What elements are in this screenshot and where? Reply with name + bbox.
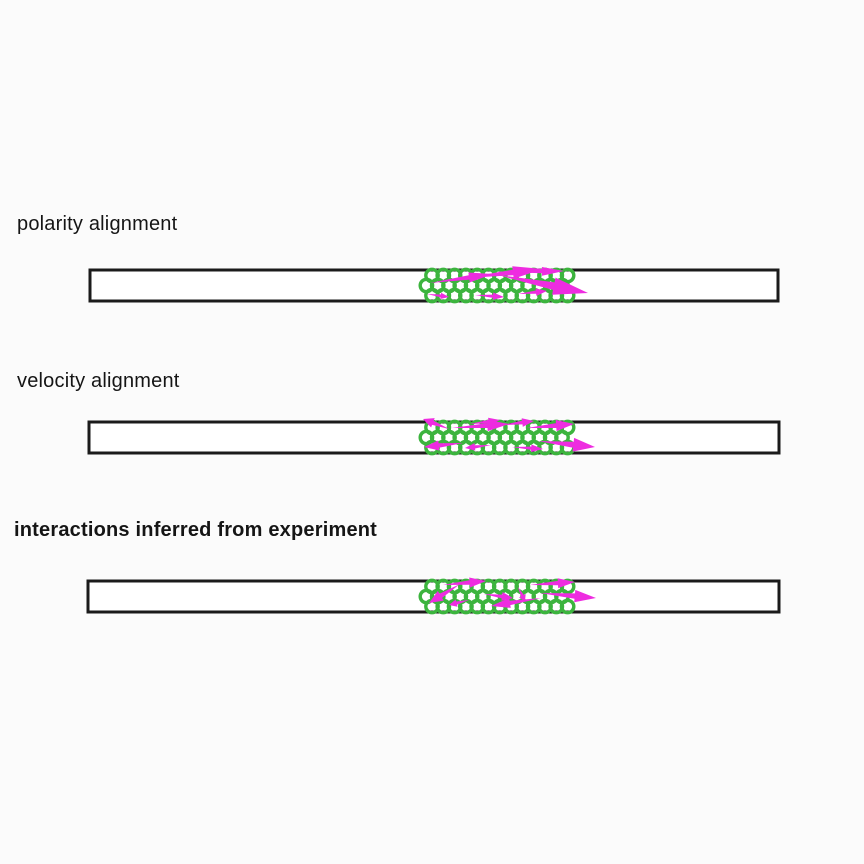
panel-group-1 <box>87 417 781 456</box>
alignment-arrow-icon <box>530 578 575 589</box>
alignment-arrow-icon <box>527 419 574 432</box>
alignment-arrow-icon <box>506 267 564 276</box>
alignment-arrow-icon <box>423 418 449 429</box>
alignment-arrow-icon <box>491 598 541 608</box>
alignment-arrows <box>429 577 596 608</box>
alignment-arrow-icon <box>452 419 509 432</box>
alignment-arrow-icon <box>465 443 491 451</box>
alignment-arrow-icon <box>430 272 493 283</box>
alignment-arrow-icon <box>464 266 543 279</box>
alignment-arrow-icon <box>498 275 588 295</box>
alignment-arrow-icon <box>484 592 513 601</box>
alignment-arrow-icon <box>518 288 547 296</box>
alignment-arrow-icon <box>449 599 469 607</box>
alignment-arrows <box>423 417 595 452</box>
alignment-arrow-icon <box>512 444 543 452</box>
alignment-arrow-icon <box>503 418 534 427</box>
alignment-arrow-icon <box>427 292 449 299</box>
alignment-arrow-icon <box>540 589 596 603</box>
alignment-arrows <box>427 266 588 300</box>
alignment-arrow-icon <box>538 437 595 452</box>
alignment-arrow-icon <box>475 292 504 300</box>
panel-group-0 <box>88 266 780 304</box>
alignment-arrow-icon <box>429 584 460 603</box>
panel-group-2 <box>86 577 781 615</box>
panel-label-velocity-alignment: velocity alignment <box>17 370 180 392</box>
panel-label-polarity-alignment: polarity alignment <box>17 213 178 235</box>
alignment-arrow-icon <box>470 417 500 426</box>
alignment-arrow-icon <box>424 440 463 451</box>
alignment-arrow-icon <box>443 577 486 588</box>
panel-label-interactions-inferred: interactions inferred from experiment <box>14 519 378 541</box>
alignment-arrow-icon <box>518 587 526 601</box>
cell-ring <box>559 598 576 615</box>
